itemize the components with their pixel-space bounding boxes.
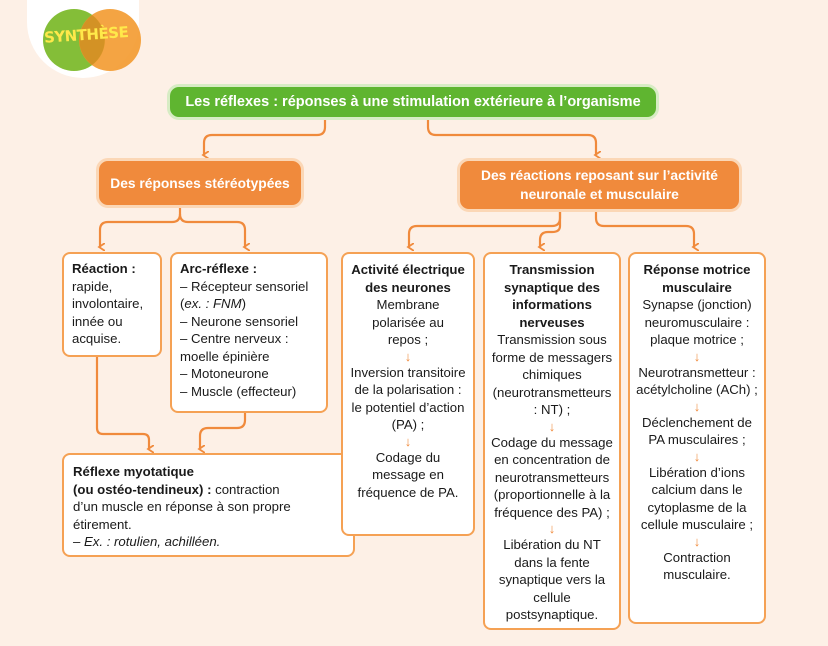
branch-stereotypees: Des réponses stéréotypées (96, 158, 304, 208)
motrice-title: Réponse motrice musculaire (643, 262, 751, 295)
branch-activite-text: Des réactions reposant sur l’activité ne… (481, 168, 718, 202)
transmission-step: Transmission sous forme de messagers chi… (491, 332, 613, 417)
arrow-down-icon: ↓ (693, 448, 701, 464)
reaction-line: rapide, (72, 278, 113, 294)
synthese-logo: SYNTHÈSE (22, 0, 142, 78)
motrice-step: Libération d’ions calcium dans le cytopl… (640, 464, 754, 533)
root-title-text: Les réflexes : réponses à une stimulatio… (185, 94, 641, 110)
myotatique-line4: étirement. (73, 516, 132, 532)
motrice-step: Synapse (jonction) neuromusculaire : pla… (642, 297, 752, 347)
motrice-step: Contraction musculaire. (663, 549, 731, 583)
arrow-down-icon: ↓ (404, 433, 412, 449)
arrow-down-icon: ↓ (548, 418, 556, 434)
arrow-down-icon: ↓ (693, 398, 701, 414)
motrice-step: Déclenchement de PA musculaires ; (642, 414, 752, 448)
reaction-line: innée ou (72, 313, 123, 329)
arc-line: – Motoneurone (180, 366, 269, 381)
reaction-box: Réaction : rapide, involontaire, innée o… (62, 252, 162, 357)
venn-circles-icon (43, 9, 141, 71)
arc-line-example: (ex. : FNM) (180, 296, 246, 311)
myotatique-line3: d’un muscle en réponse à son propre (73, 499, 291, 514)
arc-line: – Centre nerveux : (180, 331, 289, 346)
arc-title: Arc-réflexe : (180, 261, 257, 276)
arc-line: moelle épinière (180, 348, 270, 364)
arc-line: – Neurone sensoriel (180, 313, 299, 329)
reaction-line: acquise. (72, 331, 122, 346)
arrow-down-icon: ↓ (693, 348, 701, 364)
electrique-step: Inversion transitoire de la polarisation… (350, 364, 466, 433)
transmission-title: Transmission synaptique des informations… (503, 262, 600, 330)
transmission-step: Codage du message en concentration de ne… (491, 434, 613, 520)
arc-reflexe-box: Arc-réflexe : – Récepteur sensoriel (ex.… (170, 252, 328, 413)
reponse-motrice-box: Réponse motrice musculaire Synapse (jonc… (628, 252, 766, 624)
transmission-synaptique-box: Transmission synaptique des informations… (483, 252, 621, 630)
arrow-down-icon: ↓ (404, 348, 412, 364)
reaction-title: Réaction : (72, 261, 136, 276)
transmission-step: Libération du NT dans la fente synaptiqu… (498, 537, 606, 622)
motrice-step: Neurotransmetteur : acétylcholine (ACh) … (636, 364, 758, 398)
electrique-step: Codage du message en fréquence de PA. (357, 449, 459, 500)
activite-electrique-box: Activité électrique des neurones Membran… (341, 252, 475, 536)
electrique-title: Activité électrique des neurones (351, 262, 465, 295)
branch-activite: Des réactions reposant sur l’activité ne… (457, 158, 742, 212)
myotatique-example: – Ex. : rotulien, achilléen. (73, 534, 221, 549)
arc-line: – Muscle (effecteur) (180, 383, 297, 399)
myotatique-title: Réflexe myotatique (73, 464, 194, 479)
electrique-step: Membrane polarisée au repos ; (372, 297, 444, 347)
reaction-line: involontaire, (72, 296, 144, 311)
arrow-down-icon: ↓ (693, 533, 701, 549)
myotatique-box: Réflexe myotatique (ou ostéo-tendineux) … (62, 453, 355, 557)
branch-stereotypees-text: Des réponses stéréotypées (110, 175, 290, 191)
arc-line: – Récepteur sensoriel (180, 278, 309, 294)
arrow-down-icon: ↓ (548, 521, 556, 536)
root-title: Les réflexes : réponses à une stimulatio… (167, 84, 659, 120)
myotatique-line2: (ou ostéo-tendineux) : contraction (73, 481, 280, 497)
